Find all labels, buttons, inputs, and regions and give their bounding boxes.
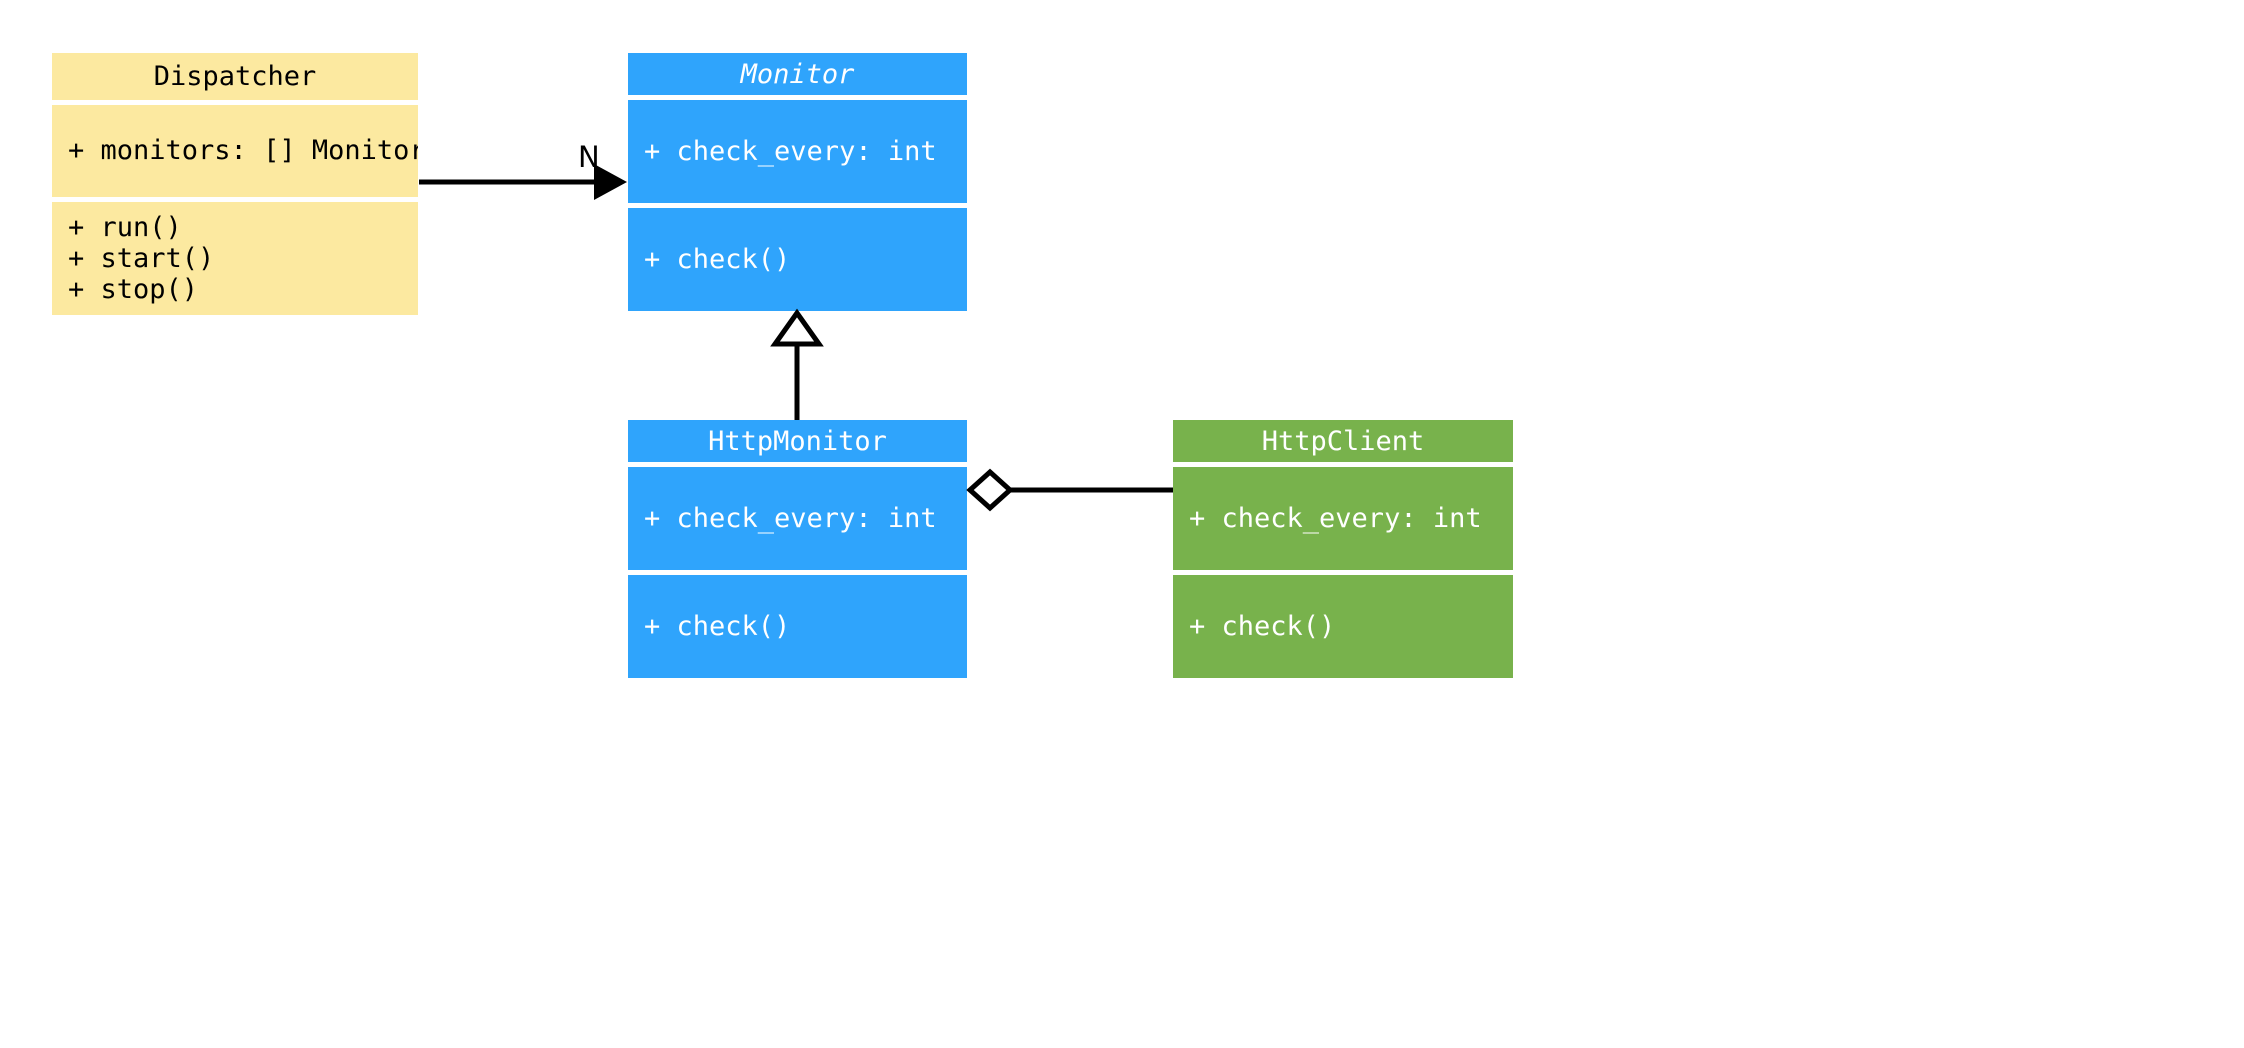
hollow-diamond-icon	[966, 468, 1014, 512]
class-box-monitor[interactable]: Monitor + check_every: int + check()	[628, 53, 967, 311]
class-name-httpmonitor: HttpMonitor	[708, 425, 887, 457]
class-header-dispatcher: Dispatcher	[52, 53, 418, 100]
class-methods-monitor: + check()	[628, 208, 967, 311]
attribute-check-every-monitor: + check_every: int	[644, 135, 937, 167]
class-box-httpclient[interactable]: HttpClient + check_every: int + check()	[1173, 420, 1513, 678]
class-attributes-httpmonitor: + check_every: int	[628, 467, 967, 570]
class-name-httpclient: HttpClient	[1261, 425, 1425, 457]
class-header-monitor: Monitor	[628, 53, 967, 95]
class-methods-httpmonitor: + check()	[628, 575, 967, 678]
method-check-httpclient: + check()	[1189, 610, 1336, 642]
class-attributes-dispatcher: + monitors: [] Monitor	[52, 105, 418, 197]
multiplicity-label-n: N	[578, 140, 600, 174]
method-list-dispatcher: + run()+ start()+ stop()	[68, 212, 214, 306]
class-attributes-monitor: + check_every: int	[628, 100, 967, 203]
method-run: + run()	[68, 211, 182, 243]
class-header-httpmonitor: HttpMonitor	[628, 420, 967, 462]
class-methods-dispatcher: + run()+ start()+ stop()	[52, 202, 418, 315]
class-box-httpmonitor[interactable]: HttpMonitor + check_every: int + check()	[628, 420, 967, 678]
method-start: + start()	[68, 242, 215, 274]
method-check-httpmonitor: + check()	[644, 610, 791, 642]
class-header-httpclient: HttpClient	[1173, 420, 1513, 462]
hollow-triangle-icon	[770, 308, 824, 347]
class-box-dispatcher[interactable]: Dispatcher + monitors: [] Monitor + run(…	[52, 53, 418, 315]
class-name-dispatcher: Dispatcher	[153, 61, 317, 92]
class-attributes-httpclient: + check_every: int	[1173, 467, 1513, 570]
class-name-monitor: Monitor	[740, 58, 855, 90]
method-stop: + stop()	[68, 274, 199, 306]
edge-httpmonitor-to-monitor	[770, 308, 824, 420]
attribute-check-every-httpclient: + check_every: int	[1189, 502, 1482, 534]
method-check-monitor: + check()	[644, 243, 791, 275]
edge-httpmonitor-to-httpclient	[966, 468, 1173, 512]
attribute-monitors: + monitors: [] Monitor	[68, 135, 418, 167]
class-methods-httpclient: + check()	[1173, 575, 1513, 678]
attribute-check-every-httpmonitor: + check_every: int	[644, 502, 937, 534]
